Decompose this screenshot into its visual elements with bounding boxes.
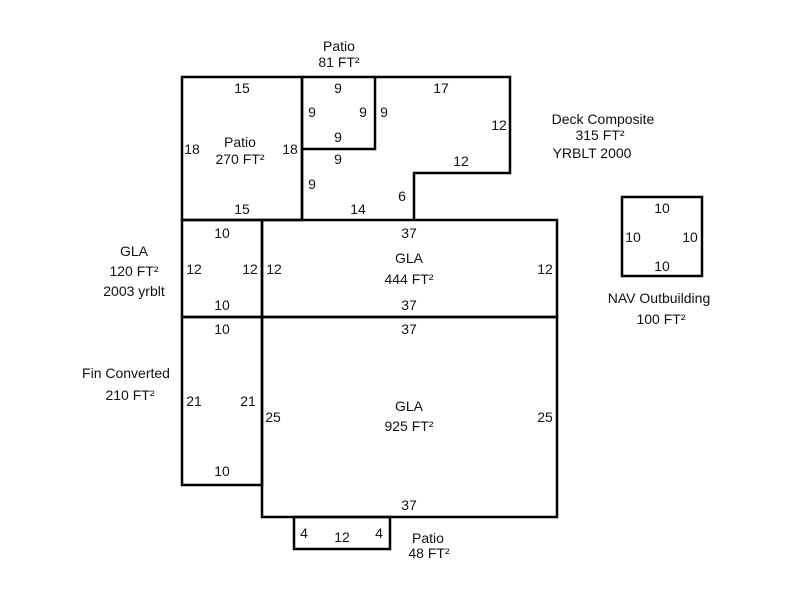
patio-left-dim-top: 15 [234, 80, 250, 96]
deck-dim-inner-side: 9 [380, 104, 388, 120]
gla-444-title: GLA [395, 250, 424, 266]
patio-left-dim-right: 18 [282, 141, 298, 157]
deck-title: Deck Composite [552, 111, 655, 127]
gla-925-dim-right: 25 [537, 409, 553, 425]
patio-top-area: 81 FT² [318, 54, 360, 70]
patio-top-dim-bottom: 9 [334, 129, 342, 145]
patio-top-outline [300, 75, 377, 151]
gla-925-dim-left: 25 [265, 409, 281, 425]
nav-outbuilding-title: NAV Outbuilding [608, 290, 710, 306]
gla-925-dim-bottom: 37 [401, 497, 417, 513]
gla-925-area: 925 FT² [384, 418, 433, 434]
patio-bottom-dim-left: 4 [300, 525, 308, 541]
patio-left-dim-bottom: 15 [234, 201, 250, 217]
gla-120-area: 120 FT² [109, 263, 158, 279]
deck-dim-right: 12 [491, 117, 507, 133]
gla-120-dim-top: 10 [214, 225, 230, 241]
gla-925-dim-top: 37 [401, 321, 417, 337]
patio-bottom-dim-bottom: 12 [334, 529, 350, 545]
fin-converted-dim-left: 21 [186, 393, 202, 409]
patio-bottom-area: 48 FT² [408, 545, 450, 561]
gla-444-dim-left: 12 [266, 261, 282, 277]
fin-converted-area: 210 FT² [105, 387, 154, 403]
nav-outbuilding-dim-bottom: 10 [654, 258, 670, 274]
fin-converted-dim-right: 21 [240, 393, 256, 409]
deck-dim-step-top: 12 [453, 153, 469, 169]
patio-top-dim-right: 9 [359, 104, 367, 120]
gla-444-dim-top: 37 [401, 225, 417, 241]
patio-bottom-title: Patio [412, 530, 444, 546]
gla-444-area: 444 FT² [384, 271, 433, 287]
gla-444-dim-right: 12 [537, 261, 553, 277]
gla-120-yrblt: 2003 yrblt [103, 283, 165, 299]
gla-120-title: GLA [120, 243, 149, 259]
gla-444-dim-bottom: 37 [401, 297, 417, 313]
deck-outline [375, 75, 512, 220]
nav-outbuilding-dim-top: 10 [654, 200, 670, 216]
gla-925-outline [260, 315, 559, 519]
deck-yrblt: YRBLT 2000 [553, 145, 632, 161]
deck-dim-inner-top: 9 [334, 151, 342, 167]
deck-area: 315 FT² [575, 127, 624, 143]
patio-top-title: Patio [323, 38, 355, 54]
patio-top-dim-top: 9 [334, 80, 342, 96]
nav-outbuilding-area: 100 FT² [636, 311, 685, 327]
gla-120-dim-bottom: 10 [214, 297, 230, 313]
patio-bottom-outline [292, 515, 392, 551]
patio-left-area: 270 FT² [215, 151, 264, 167]
deck-dim-bottom: 14 [350, 201, 366, 217]
fin-converted-title: Fin Converted [82, 365, 170, 381]
deck-dim-step-side: 6 [398, 188, 406, 204]
gla-925-title: GLA [395, 398, 424, 414]
fin-converted-dim-bottom: 10 [214, 463, 230, 479]
deck-dim-top: 17 [433, 80, 449, 96]
patio-bottom-dim-right: 4 [375, 525, 383, 541]
patio-top-dim-left: 9 [308, 104, 316, 120]
deck-dim-left: 9 [308, 176, 316, 192]
patio-left-title: Patio [224, 134, 256, 150]
gla-120-dim-left: 12 [186, 261, 202, 277]
fin-converted-dim-top: 10 [214, 321, 230, 337]
gla-120-dim-right: 12 [242, 261, 258, 277]
nav-outbuilding-dim-right: 10 [682, 229, 698, 245]
patio-left-dim-left: 18 [184, 141, 200, 157]
nav-outbuilding-dim-left: 10 [625, 229, 641, 245]
nav-outbuilding-outline [620, 195, 704, 278]
